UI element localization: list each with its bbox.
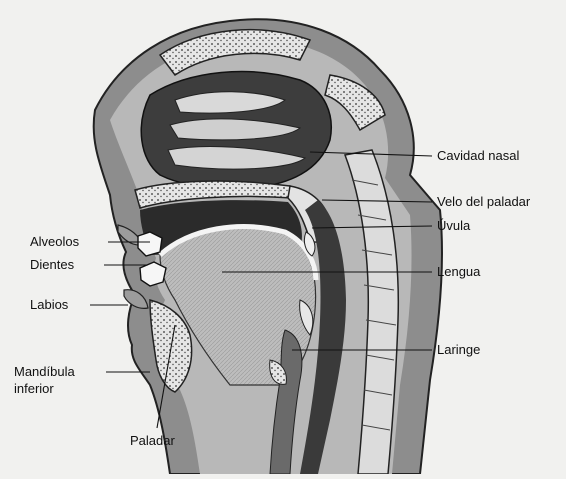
label-lengua: Lengua (437, 264, 480, 280)
label-velo-del-paladar: Velo del paladar (437, 194, 530, 210)
label-labios: Labios (30, 297, 68, 313)
label-mandibula-inferior: Mandíbula inferior (14, 363, 104, 397)
label-paladar: Paladar (130, 433, 175, 449)
lower-teeth (140, 262, 166, 286)
label-cavidad-nasal: Cavidad nasal (437, 148, 519, 164)
label-mandibula-line2: inferior (14, 380, 104, 397)
label-mandibula-line1: Mandíbula (14, 363, 104, 380)
label-laringe: Laringe (437, 342, 480, 358)
upper-teeth (138, 232, 162, 256)
label-dientes: Dientes (30, 257, 74, 273)
label-alveolos: Alveolos (30, 234, 79, 250)
label-uvula: Úvula (437, 218, 470, 234)
